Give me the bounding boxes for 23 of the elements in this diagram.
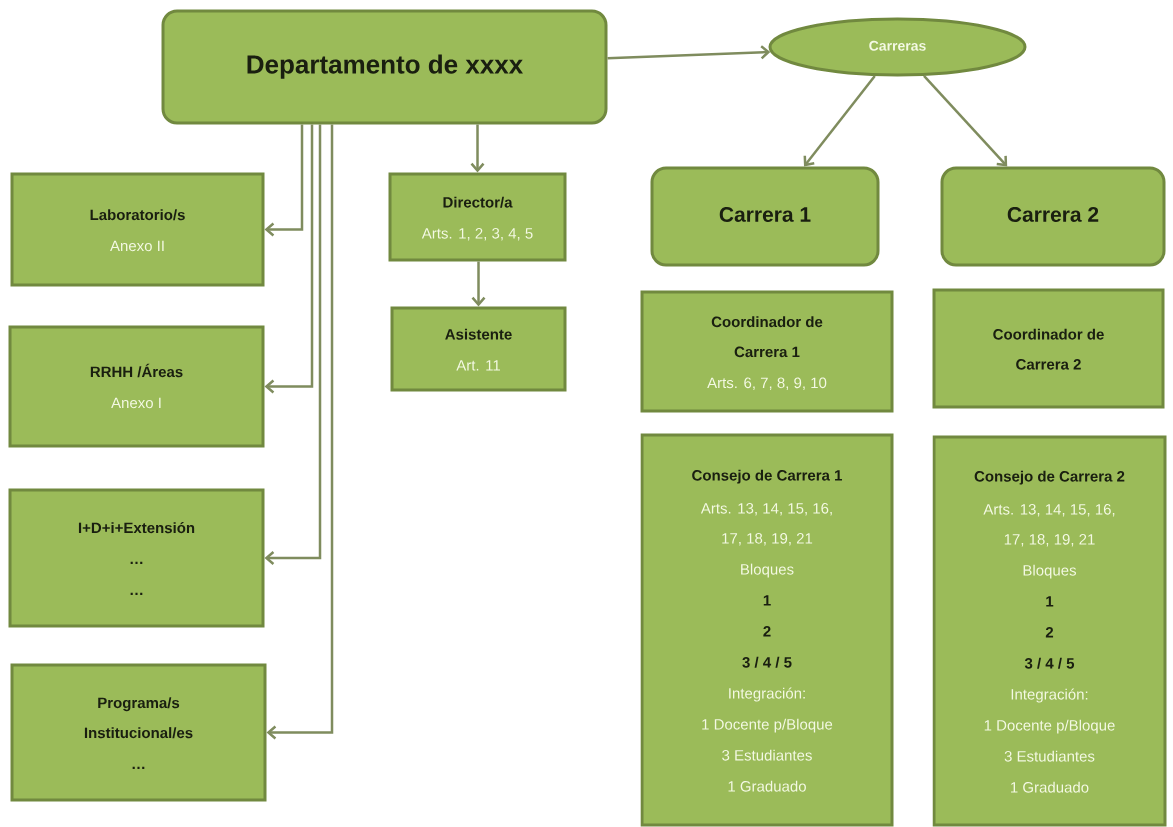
arrow <box>923 75 1008 167</box>
process-box: Director/a Arts. 1, 2, 3, 4, 5 <box>388 172 567 262</box>
rounded-box: Carrera 2 <box>940 166 1166 267</box>
process-box: RRHH /Áreas Anexo I <box>8 325 265 448</box>
rounded-box: Departamento de xxxx <box>161 9 608 125</box>
process-box: I+D+i+Extensión … … <box>8 488 265 628</box>
rounded-box: Carrera 1 <box>650 166 880 267</box>
arrow <box>264 124 314 394</box>
arrow <box>607 45 771 60</box>
arrow <box>470 124 485 173</box>
arrow <box>266 124 334 740</box>
arrow <box>471 261 486 307</box>
process-box: Coordinador de Carrera 1 Arts. 6, 7, 8, 9, 10 <box>640 290 894 413</box>
process-box: Programa/s Institucional/es … <box>10 663 267 802</box>
process-box: Coordinador de Carrera 2 <box>932 288 1165 409</box>
process-box: Consejo de Carrera 2 Arts. 13, 14, 15, 16, 17, 18, 19, 21 Bloques 1 2 3 / 4 / 5 Integración: 1 Docente p/Bloque 3 Estudiantes 1 Graduado <box>932 435 1167 827</box>
ellipse-node: Carreras <box>768 17 1027 77</box>
arrow <box>264 124 304 237</box>
arrow <box>803 75 876 167</box>
process-box: Laboratorio/s Anexo II <box>10 172 265 287</box>
arrow <box>264 124 322 565</box>
process-box: Consejo de Carrera 1 Arts. 13, 14, 15, 16, 17, 18, 19, 21 Bloques 1 2 3 / 4 / 5 Integración: 1 Docente p/Bloque 3 Estudiantes 1 Graduado <box>640 433 894 827</box>
process-box: Asistente Art. 11 <box>390 306 567 392</box>
